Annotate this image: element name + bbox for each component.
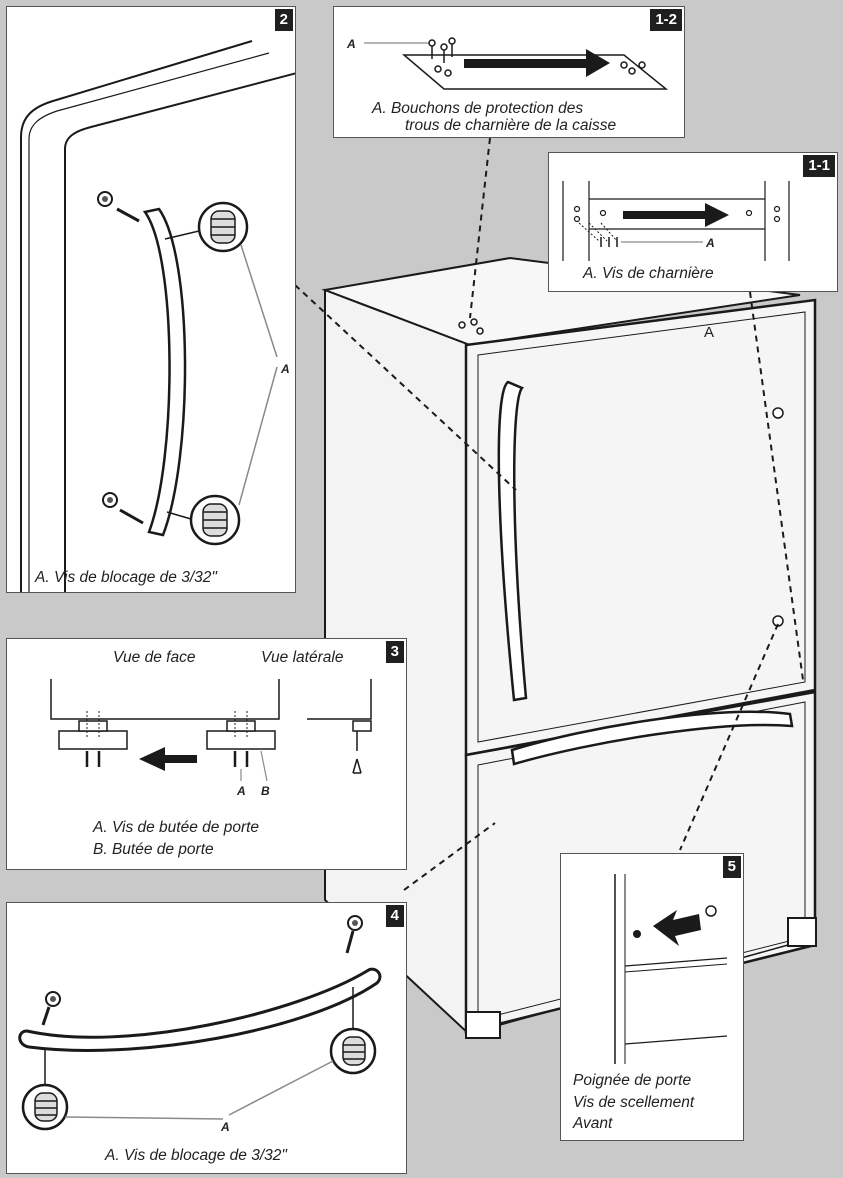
panel-5-caption-line2: Vis de scellement	[573, 1094, 695, 1111]
panel-1-1-illustration	[562, 181, 790, 261]
panel-3-label-b: B	[261, 784, 270, 798]
panel-2: 2 A A. Vis de blocage de 3/32"	[6, 6, 296, 593]
panel-1-2-illustration	[364, 37, 669, 90]
panel-1-1-number: 1-1	[803, 155, 835, 177]
panel-3-illustration	[50, 679, 372, 782]
panel-3-caption-line1: A. Vis de butée de porte	[93, 819, 260, 836]
panel-3-view-front: Vue de face	[113, 649, 196, 666]
panel-5-caption-line3: Avant	[573, 1115, 613, 1132]
panel-1-2: 1-2 A A. Bouchons de protection des trou…	[333, 6, 685, 138]
panel-2-label-a: A	[281, 362, 290, 376]
panel-1-2-caption-line2: trous de charnière de la caisse	[405, 117, 617, 134]
panel-2-caption: A. Vis de blocage de 3/32"	[35, 569, 217, 586]
panel-5: 5 Poignée de porte Vis de scellement Ava…	[560, 853, 744, 1141]
panel-4-caption: A. Vis de blocage de 3/32"	[105, 1147, 287, 1164]
panel-4-number: 4	[385, 905, 404, 927]
panel-1-2-number: 1-2	[650, 9, 682, 31]
panel-1-1-label-a: A	[706, 236, 715, 250]
panel-3-caption-line2: B. Butée de porte	[93, 841, 214, 858]
panel-3-label-a: A	[237, 784, 246, 798]
panel-3: 3 Vue de face Vue latérale A B A. Vis de…	[6, 638, 407, 870]
fridge-callout-label: A	[704, 324, 715, 341]
panel-1-1-caption: A. Vis de charnière	[583, 265, 714, 282]
panel-4-illustration	[18, 915, 382, 1131]
panel-5-number: 5	[722, 856, 741, 878]
panel-1-1: 1-1 A A. Vis de charnière	[548, 152, 838, 292]
panel-1-2-caption-line1: A. Bouchons de protection des	[372, 100, 584, 117]
panel-3-number: 3	[385, 641, 404, 663]
panel-4-label-a: A	[221, 1120, 230, 1134]
panel-5-illustration	[614, 874, 728, 1064]
panel-4: 4 A A. Vis de blocage de 3/32"	[6, 902, 407, 1174]
panel-3-view-side: Vue latérale	[261, 649, 344, 666]
panel-2-number: 2	[274, 9, 293, 31]
panel-5-caption-line1: Poignée de porte	[573, 1072, 692, 1089]
panel-2-illustration	[20, 40, 295, 592]
panel-1-2-label-a: A	[347, 37, 356, 51]
